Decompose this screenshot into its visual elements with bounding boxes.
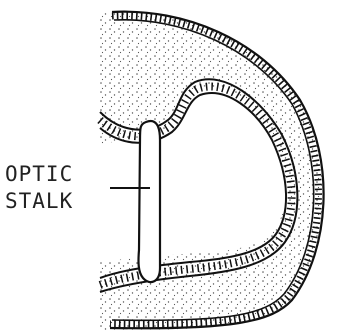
label-optic: OPTIC [5, 162, 73, 186]
label-stalk: STALK [5, 189, 73, 213]
optic-stalk-outline [138, 121, 160, 282]
